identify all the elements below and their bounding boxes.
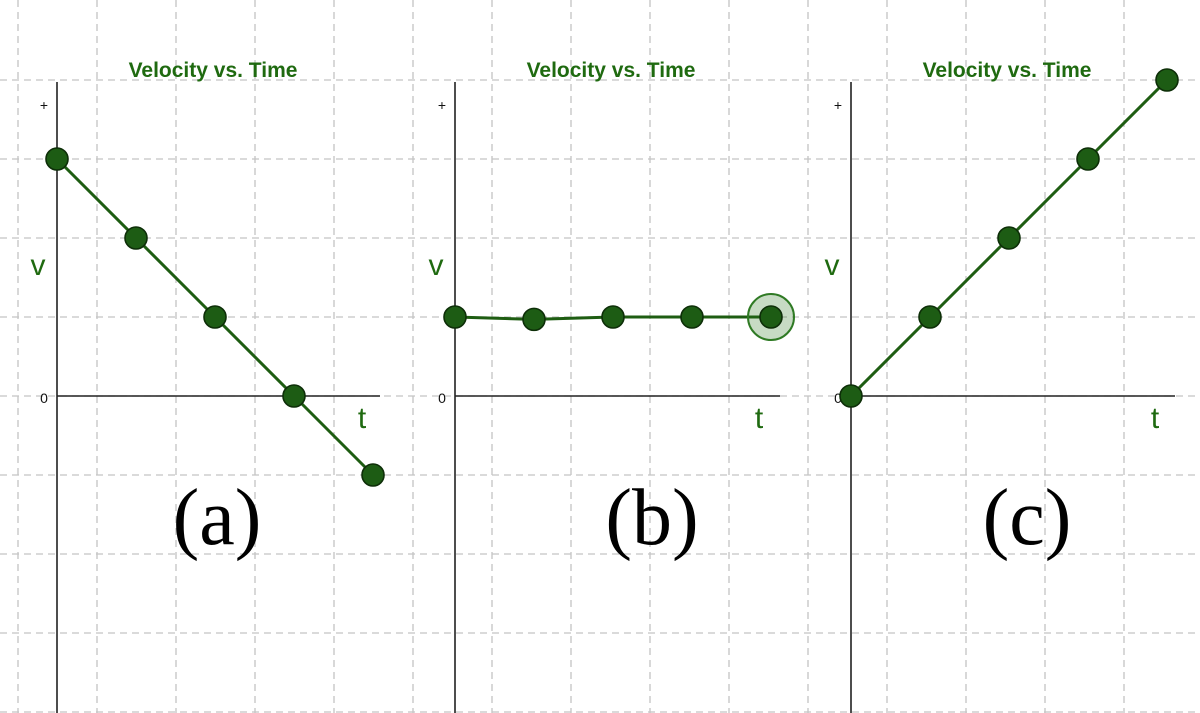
panel-b: Velocity vs. Time + 0 v t (b)	[429, 59, 795, 713]
panel-c-data-point-2[interactable]	[997, 226, 1021, 250]
panel-b-x-label: t	[755, 402, 764, 435]
panel-c-marks	[839, 68, 1179, 408]
panel-a-label: (a)	[173, 474, 262, 562]
panel-c-data-point-1[interactable]	[918, 305, 942, 329]
panel-a-y-tick-zero: 0	[40, 390, 48, 406]
panel-b-marks	[443, 293, 795, 341]
panel-a-data-point-1[interactable]	[124, 226, 148, 250]
panel-b-data-point-3[interactable]	[680, 305, 704, 329]
panel-c-label: (c)	[983, 474, 1072, 562]
panel-b-title: Velocity vs. Time	[527, 59, 696, 82]
panel-b-y-label: v	[429, 249, 444, 282]
panel-a-y-label: v	[31, 249, 46, 282]
panel-c-x-label: t	[1151, 402, 1160, 435]
panel-a-data-point-4[interactable]	[361, 463, 385, 487]
panel-c-y-tick-plus: +	[834, 97, 842, 113]
panel-c-data-point-4[interactable]	[1155, 68, 1179, 92]
panel-b-data-point-0[interactable]	[443, 305, 467, 329]
panel-c-y-label: v	[825, 249, 840, 282]
panel-a-data-point-3[interactable]	[282, 384, 306, 408]
panel-b-label: (b)	[605, 474, 698, 562]
panel-a-marks	[45, 147, 385, 487]
panel-a-data-point-0[interactable]	[45, 147, 69, 171]
panel-c: Velocity vs. Time + 0 v t (c)	[825, 59, 1179, 713]
panel-a-x-label: t	[358, 402, 367, 435]
panel-a-title: Velocity vs. Time	[129, 59, 298, 82]
panel-c-data-point-3[interactable]	[1076, 147, 1100, 171]
panel-c-data-point-0[interactable]	[839, 384, 863, 408]
panel-c-title: Velocity vs. Time	[923, 59, 1092, 82]
panel-b-data-point-2[interactable]	[601, 305, 625, 329]
panel-b-data-point-1[interactable]	[522, 307, 546, 332]
panel-a: Velocity vs. Time + 0 v t (a)	[31, 59, 385, 713]
panel-c-y-tick-zero: 0	[834, 390, 842, 406]
panel-b-y-tick-plus: +	[438, 97, 446, 113]
panel-b-y-tick-zero: 0	[438, 390, 446, 406]
panel-a-data-point-2[interactable]	[203, 305, 227, 329]
panel-b-data-point-4[interactable]	[759, 305, 783, 329]
panel-a-y-tick-plus: +	[40, 97, 48, 113]
